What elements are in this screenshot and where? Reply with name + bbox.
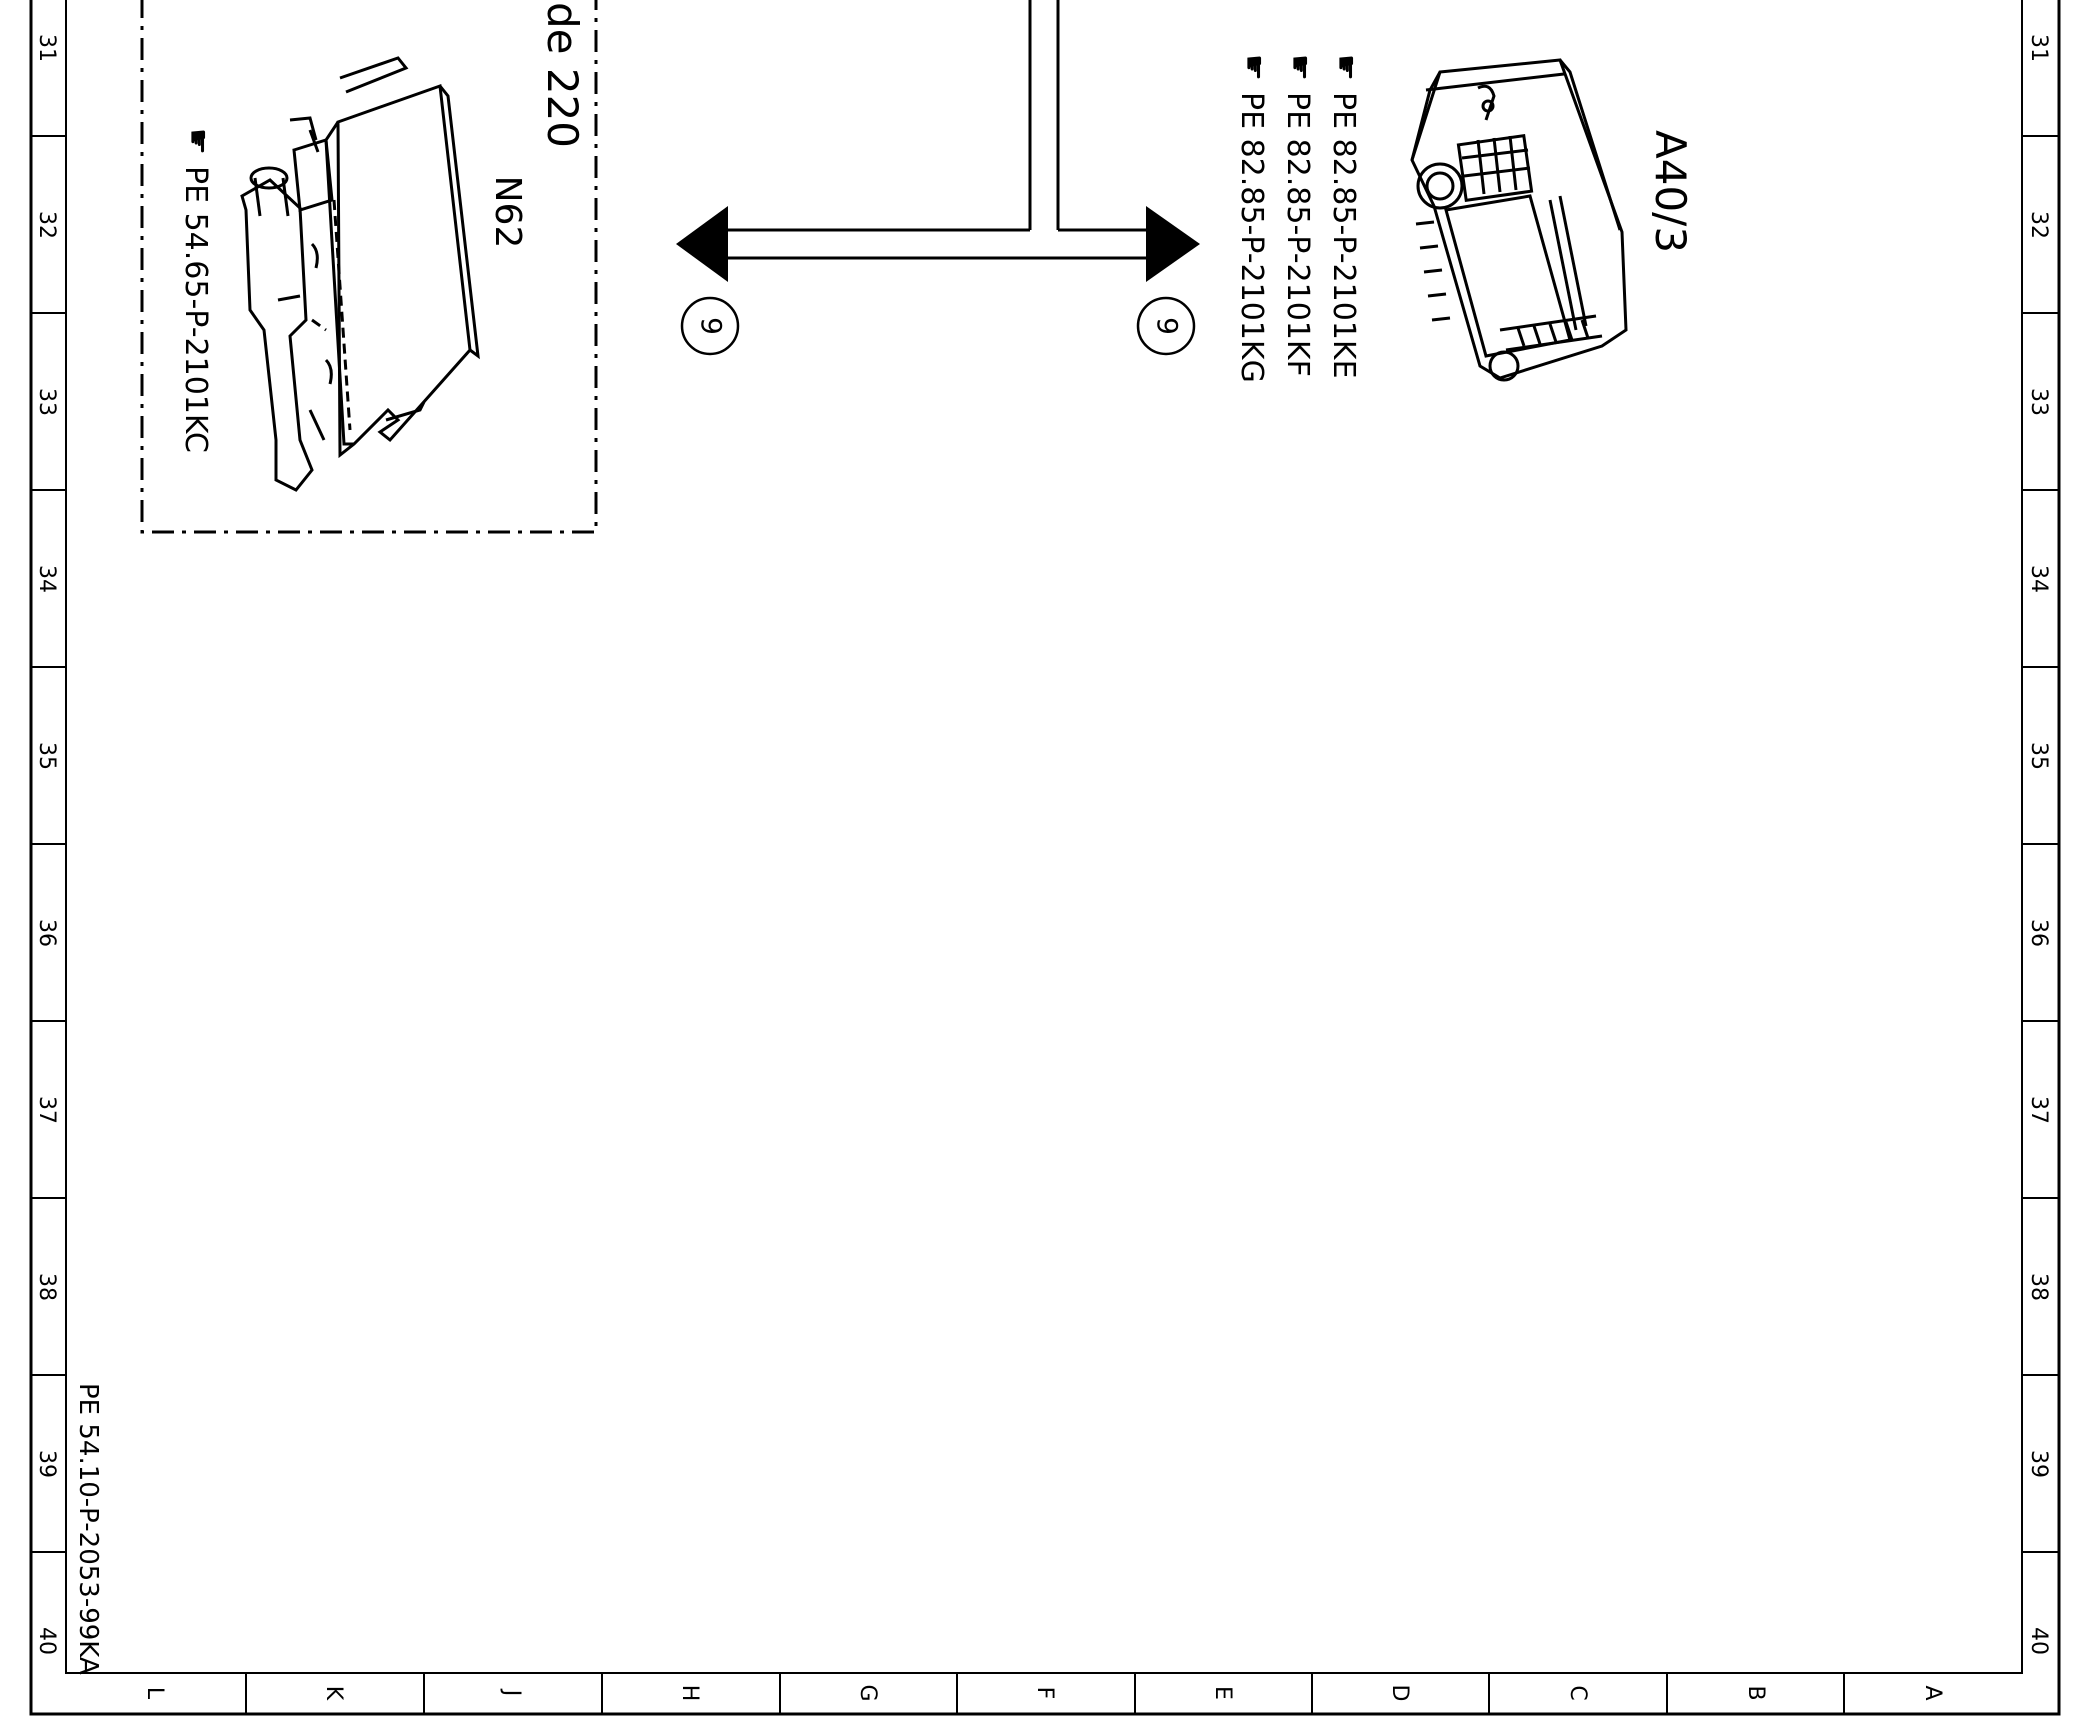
row-label: 31 xyxy=(2026,34,2051,62)
row-label: 36 xyxy=(2026,919,2051,947)
row-label: 32 xyxy=(2026,211,2051,239)
component-label-n62: N62 xyxy=(487,176,528,249)
row-label: 40 xyxy=(2026,1627,2051,1655)
row-label: 38 xyxy=(34,1273,59,1301)
connector-marker-text: 9 xyxy=(1151,317,1184,335)
column-label: E xyxy=(1210,1686,1235,1700)
row-label: 33 xyxy=(34,388,59,416)
column-label: K xyxy=(321,1686,346,1701)
column-label: J xyxy=(499,1688,524,1697)
document-number: PE 54.10-P-2053-99KA xyxy=(73,1383,103,1675)
column-labels: L K J H G F E D C B A xyxy=(142,1684,1945,1701)
column-label: G xyxy=(855,1684,880,1701)
row-label: 40 xyxy=(34,1627,59,1655)
row-label: 39 xyxy=(2026,1450,2051,1478)
row-label: 36 xyxy=(34,919,59,947)
column-label: H xyxy=(677,1685,702,1702)
inner-frame xyxy=(65,0,2023,1674)
row-label: 39 xyxy=(34,1450,59,1478)
column-label: A xyxy=(1920,1685,1945,1700)
row-label: 37 xyxy=(2026,1096,2051,1124)
row-label: 35 xyxy=(2026,742,2051,770)
connector-marker-text: 9 xyxy=(695,317,728,335)
connector-marker-left: 9 xyxy=(680,296,740,356)
row-separators xyxy=(31,135,2059,1553)
component-ref-a40-3: PE 82.85-P-2101KF xyxy=(1280,92,1315,377)
hand-pointer-icon: ☛ xyxy=(1282,54,1317,81)
component-a40-3[interactable]: A40/3 xyxy=(1234,54,1695,383)
wire-harness xyxy=(676,0,1200,282)
hand-pointer-icon: ☛ xyxy=(1328,54,1363,81)
row-labels-right: 31 32 33 34 35 36 37 38 39 40 xyxy=(2026,34,2051,1655)
row-label: 38 xyxy=(2026,1273,2051,1301)
connector-marker-right: 9 xyxy=(1136,296,1196,356)
column-label: L xyxy=(142,1687,167,1700)
component-ref-a40-3: PE 82.85-P-2101KG xyxy=(1234,92,1269,383)
row-label: 34 xyxy=(2026,565,2051,593)
row-label: 31 xyxy=(34,34,59,62)
row-label: 33 xyxy=(2026,388,2051,416)
column-label: D xyxy=(1387,1685,1412,1702)
group-label: de 220 xyxy=(538,2,587,148)
component-group-boundary xyxy=(140,0,598,534)
outer-frame xyxy=(29,0,2061,1716)
row-labels-left: 31 32 33 34 35 36 37 38 39 40 xyxy=(34,34,59,1655)
row-label: 34 xyxy=(34,565,59,593)
row-label: 37 xyxy=(34,1096,59,1124)
component-n62[interactable]: N62 ☛ PE 54.65-P-2101KC xyxy=(178,56,528,492)
row-label: 35 xyxy=(34,742,59,770)
column-label: F xyxy=(1032,1687,1057,1700)
column-separators xyxy=(245,1673,1845,1714)
control-unit-icon xyxy=(240,56,480,492)
head-unit-icon xyxy=(1410,58,1628,382)
arrowhead-left xyxy=(676,206,728,282)
arrowhead-right xyxy=(1146,206,1200,282)
column-label: C xyxy=(1565,1685,1590,1700)
column-label: B xyxy=(1743,1685,1768,1700)
component-ref-a40-3: PE 82.85-P-2101KE xyxy=(1326,92,1361,379)
hand-pointer-icon: ☛ xyxy=(1236,54,1271,81)
hand-pointer-icon: ☛ xyxy=(180,128,215,155)
component-label-a40-3: A40/3 xyxy=(1646,130,1695,253)
component-ref-n62: PE 54.65-P-2101KC xyxy=(178,166,213,453)
row-label: 32 xyxy=(34,211,59,239)
